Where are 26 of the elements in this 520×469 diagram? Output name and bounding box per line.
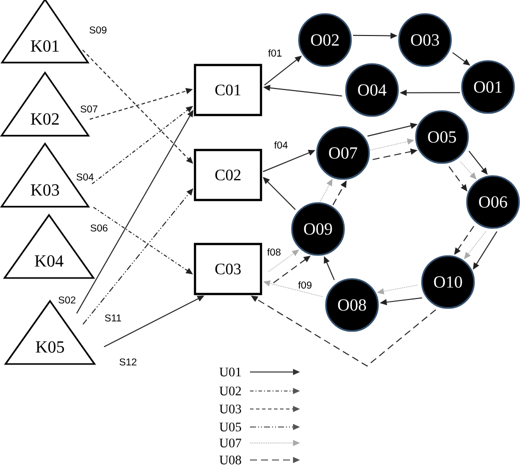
circle-node: O04 [345, 63, 399, 117]
circle-node: O10 [421, 255, 475, 309]
process-box: C01 [194, 64, 262, 116]
circle-node: O06 [466, 175, 520, 229]
edge-label: f01 [267, 48, 283, 58]
legend-label: U08 [219, 456, 242, 464]
process-box: C02 [194, 148, 262, 202]
circle-node: O05 [415, 110, 469, 164]
edge-label: f09 [297, 280, 313, 290]
circle-node: O07 [316, 126, 370, 180]
edge-label: f04 [273, 140, 289, 150]
circle-node: O01 [461, 60, 515, 114]
process-box: C03 [194, 242, 262, 296]
circle-node: O03 [398, 13, 452, 67]
legend-label: U03 [219, 404, 242, 414]
circle-node: O08 [325, 278, 379, 332]
edge-label: S12 [118, 358, 138, 366]
edge-label: S11 [104, 314, 122, 322]
edge-label: f08 [266, 248, 282, 256]
legend-label: U07 [219, 438, 242, 448]
circle-node: O09 [291, 202, 345, 256]
circle-node: O02 [298, 13, 352, 67]
legend-label: U01 [219, 368, 241, 376]
legend-label: U02 [219, 386, 241, 396]
edge-label: S09 [88, 26, 108, 34]
legend-label: U05 [219, 422, 242, 432]
